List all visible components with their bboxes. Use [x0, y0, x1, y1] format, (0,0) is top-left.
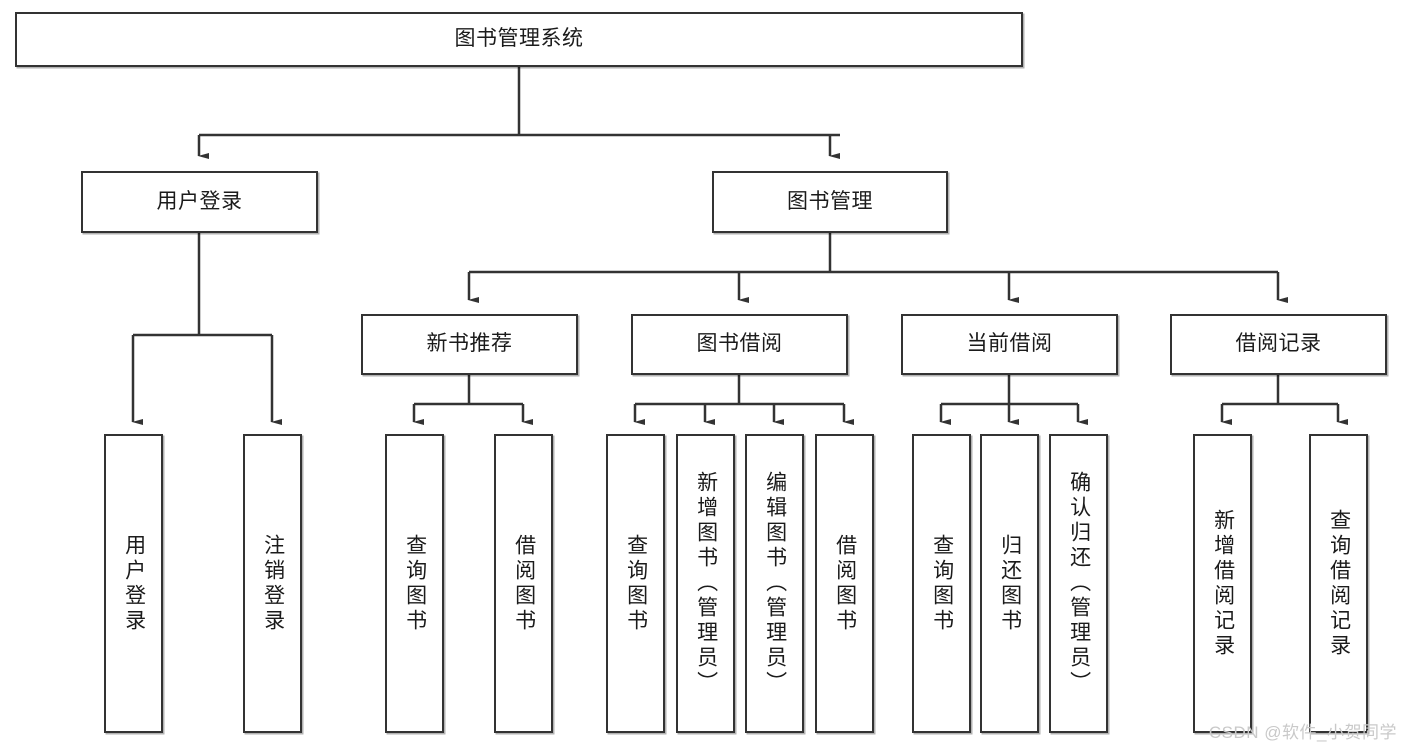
node-book-management[interactable]: 图书管理	[712, 171, 948, 233]
node-leaf-confirm-return[interactable]: 确认归还（管理员）	[1049, 434, 1108, 733]
node-label: 图书管理	[787, 189, 873, 213]
node-leaf-return-book[interactable]: 归还图书	[980, 434, 1039, 733]
node-leaf-query-record[interactable]: 查询借阅记录	[1309, 434, 1368, 733]
node-label: 新书推荐	[426, 332, 513, 356]
node-label: 用户登录	[156, 189, 243, 213]
node-leaf-user-login[interactable]: 用户登录	[104, 434, 163, 733]
node-borrow-record[interactable]: 借阅记录	[1170, 314, 1387, 375]
node-leaf-query-book-1[interactable]: 查询图书	[385, 434, 444, 733]
node-label: 借阅记录	[1235, 332, 1322, 356]
node-user-login[interactable]: 用户登录	[81, 171, 318, 233]
node-label: 编辑图书（管理员）	[763, 471, 787, 696]
node-label: 新增借阅记录	[1211, 508, 1235, 659]
node-label: 当前借阅	[966, 332, 1053, 356]
node-leaf-borrow-book-1[interactable]: 借阅图书	[494, 434, 553, 733]
watermark: CSDN @软件_小贺同学	[1208, 723, 1397, 742]
node-book-management-system[interactable]: 图书管理系统	[15, 12, 1023, 67]
node-current-borrow[interactable]: 当前借阅	[901, 314, 1118, 375]
node-label: 注销登录	[261, 533, 285, 634]
node-label: 借阅图书	[833, 533, 857, 634]
node-leaf-add-record[interactable]: 新增借阅记录	[1193, 434, 1252, 733]
node-label: 借阅图书	[512, 533, 536, 634]
node-leaf-logout-login[interactable]: 注销登录	[243, 434, 302, 733]
node-label: 查询借阅记录	[1327, 508, 1351, 659]
node-label: 查询图书	[624, 533, 648, 634]
node-leaf-borrow-book-2[interactable]: 借阅图书	[815, 434, 874, 733]
node-label: 查询图书	[930, 533, 954, 634]
node-label: 查询图书	[403, 533, 427, 634]
node-label: 新增图书（管理员）	[694, 471, 718, 696]
node-book-borrow[interactable]: 图书借阅	[631, 314, 848, 375]
node-label: 确认归还（管理员）	[1067, 471, 1091, 696]
node-label: 归还图书	[998, 533, 1022, 634]
node-new-book-recommend[interactable]: 新书推荐	[361, 314, 578, 375]
node-leaf-add-book[interactable]: 新增图书（管理员）	[676, 434, 735, 733]
node-leaf-query-book-2[interactable]: 查询图书	[606, 434, 665, 733]
node-leaf-query-book-3[interactable]: 查询图书	[912, 434, 971, 733]
node-label: 用户登录	[122, 533, 146, 634]
node-label: 图书借阅	[696, 332, 783, 356]
node-label: 图书管理系统	[454, 27, 584, 51]
node-leaf-edit-book[interactable]: 编辑图书（管理员）	[745, 434, 804, 733]
